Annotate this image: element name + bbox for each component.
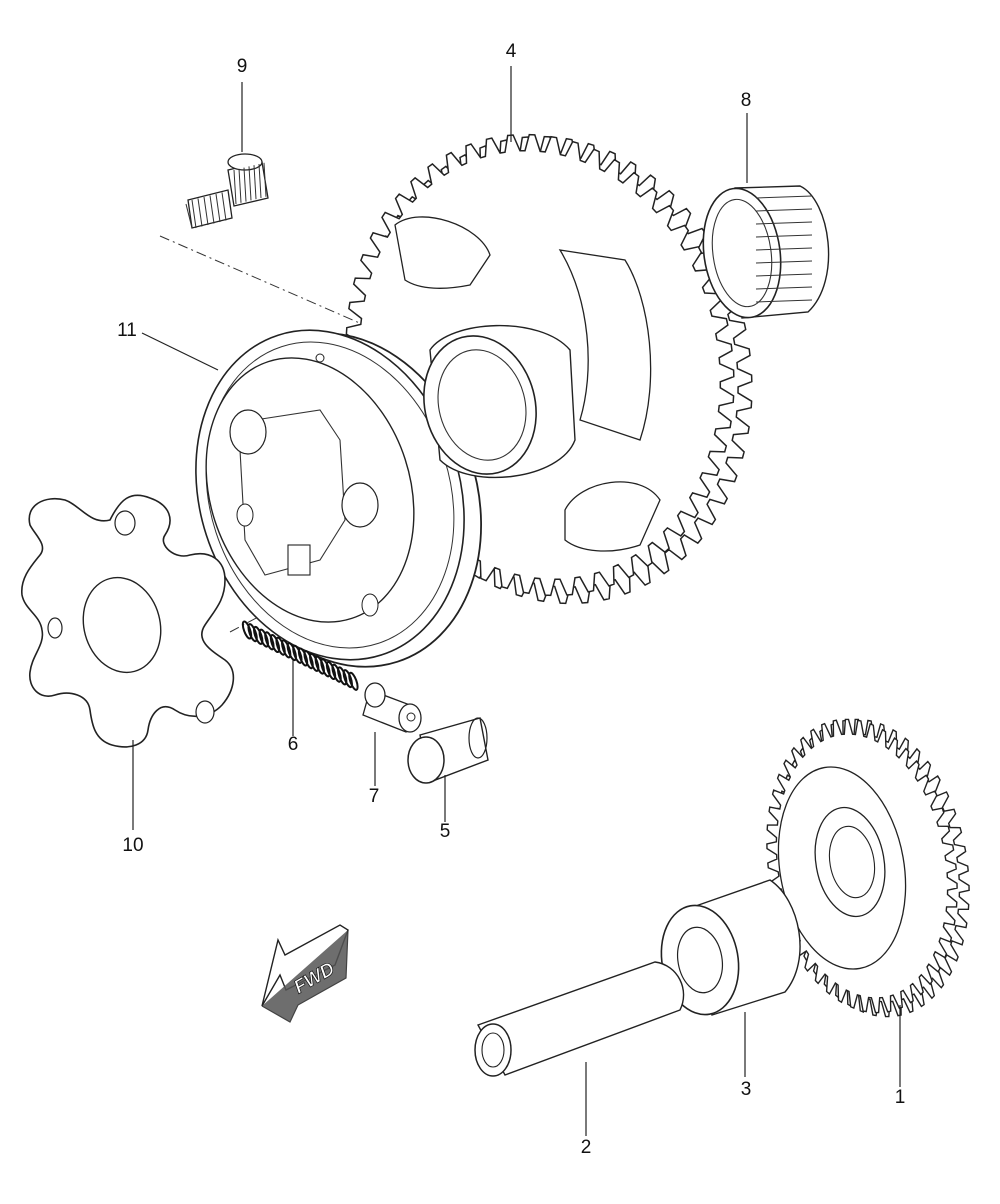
callout-6: 6 bbox=[287, 734, 299, 755]
spring-part-6 bbox=[241, 620, 359, 691]
callout-1: 1 bbox=[894, 1087, 906, 1108]
callout-4: 4 bbox=[505, 41, 517, 62]
plate-part-10 bbox=[21, 494, 235, 748]
callout-9: 9 bbox=[236, 56, 248, 77]
clutch-housing-part-11 bbox=[195, 329, 482, 668]
callout-10: 10 bbox=[122, 835, 144, 856]
roller-part-5 bbox=[407, 717, 489, 784]
callout-11: 11 bbox=[117, 320, 137, 341]
plunger-part-7 bbox=[362, 682, 422, 733]
callout-8: 8 bbox=[740, 90, 752, 111]
needle-bearing-part-8 bbox=[702, 185, 830, 319]
callout-3: 3 bbox=[740, 1079, 752, 1100]
leader-lines bbox=[132, 66, 901, 1136]
callout-7: 7 bbox=[368, 786, 380, 807]
shaft-part-2 bbox=[474, 961, 685, 1077]
gear-hub bbox=[423, 324, 576, 479]
bolt-part-9 bbox=[185, 153, 269, 229]
callout-5: 5 bbox=[439, 821, 451, 842]
callout-2: 2 bbox=[580, 1137, 592, 1158]
fwd-arrow-icon: FWD bbox=[261, 924, 349, 1023]
